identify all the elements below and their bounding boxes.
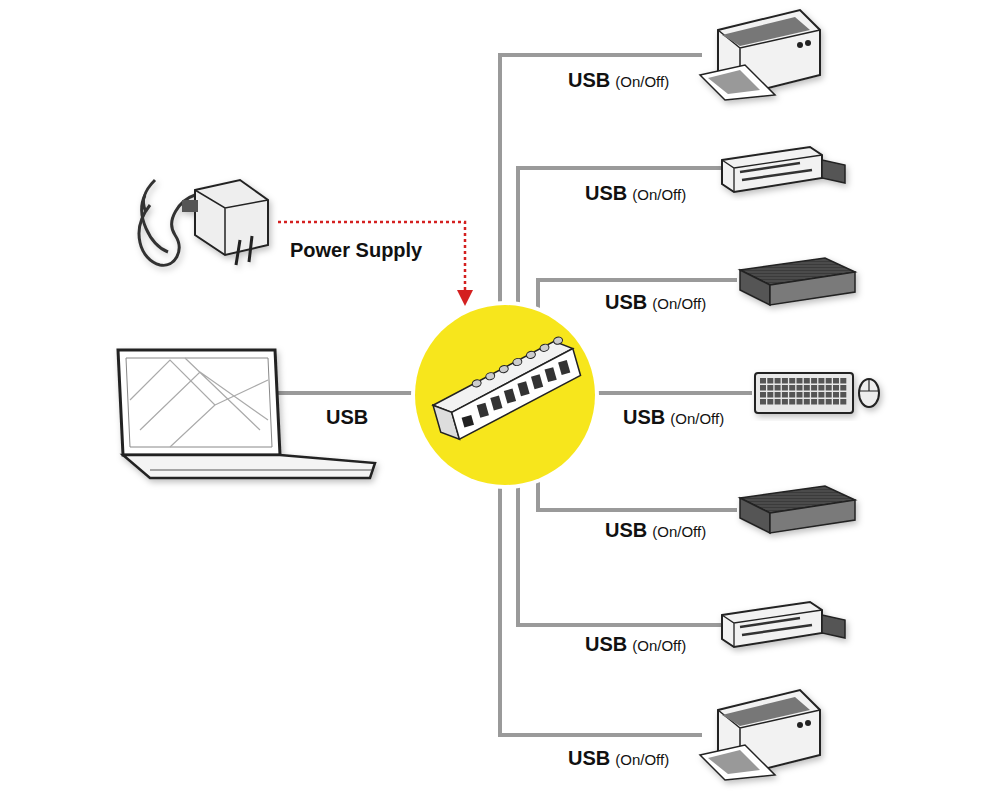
keyboard-mouse	[755, 373, 879, 413]
card-reader	[722, 147, 845, 192]
key	[789, 392, 795, 398]
key	[818, 399, 824, 405]
usb-port	[504, 388, 516, 403]
usb-hub	[411, 301, 599, 489]
key	[760, 392, 766, 398]
power-adapter	[139, 180, 268, 265]
key	[833, 392, 839, 398]
laptop	[118, 350, 375, 478]
external-disk	[740, 258, 855, 305]
usb-port	[490, 396, 502, 411]
key	[826, 399, 832, 405]
printer	[700, 10, 820, 100]
key	[840, 378, 846, 384]
label-text: USB	[568, 748, 610, 768]
key	[797, 378, 803, 384]
key	[811, 378, 817, 384]
key	[818, 378, 824, 384]
power-line	[278, 222, 473, 306]
usb-port	[531, 374, 543, 389]
label-text: (On/Off)	[615, 752, 669, 767]
switch-button	[512, 357, 523, 366]
label-text: (On/Off)	[615, 74, 669, 89]
key	[797, 392, 803, 398]
key	[775, 385, 781, 391]
switch-button	[526, 350, 537, 359]
key	[797, 399, 803, 405]
key	[811, 399, 817, 405]
key	[789, 378, 795, 384]
label-text: (On/Off)	[652, 524, 706, 539]
key	[782, 392, 788, 398]
key	[797, 385, 803, 391]
key	[833, 385, 839, 391]
key	[833, 378, 839, 384]
switch-button	[499, 365, 510, 374]
key	[789, 385, 795, 391]
label-text: USB	[568, 70, 610, 90]
label-text: USB	[605, 292, 647, 312]
label-text: Power Supply	[290, 240, 422, 260]
key	[826, 385, 832, 391]
usb-port	[477, 403, 489, 418]
key	[760, 385, 766, 391]
key	[833, 399, 839, 405]
usb-port	[517, 381, 529, 396]
key	[767, 399, 773, 405]
key	[767, 385, 773, 391]
switch-button	[471, 379, 482, 388]
label-text: USB	[605, 520, 647, 540]
key	[804, 378, 810, 384]
key	[775, 378, 781, 384]
switch-button	[485, 372, 496, 381]
key	[840, 385, 846, 391]
key	[826, 392, 832, 398]
usb-wires	[280, 55, 750, 735]
label-text: (On/Off)	[670, 411, 724, 426]
usb-port	[558, 360, 570, 375]
key	[767, 392, 773, 398]
label-text: USB	[326, 407, 368, 427]
key	[789, 399, 795, 405]
key	[811, 385, 817, 391]
key	[782, 385, 788, 391]
key	[840, 399, 846, 405]
label-text: (On/Off)	[652, 296, 706, 311]
label-text: (On/Off)	[632, 638, 686, 653]
key	[767, 378, 773, 384]
label-text: (On/Off)	[632, 187, 686, 202]
key	[804, 399, 810, 405]
key	[760, 378, 766, 384]
key	[818, 385, 824, 391]
key	[840, 392, 846, 398]
label-text: USB	[585, 183, 627, 203]
switch-button	[539, 343, 550, 352]
key	[804, 392, 810, 398]
key	[811, 392, 817, 398]
key	[775, 399, 781, 405]
key	[826, 378, 832, 384]
key	[782, 399, 788, 405]
label-text: USB	[585, 634, 627, 654]
key	[760, 399, 766, 405]
switch-button	[553, 336, 564, 345]
label-text: USB	[623, 407, 665, 427]
key	[804, 385, 810, 391]
usb-port	[545, 367, 557, 382]
key	[782, 378, 788, 384]
key	[775, 392, 781, 398]
key	[818, 392, 824, 398]
